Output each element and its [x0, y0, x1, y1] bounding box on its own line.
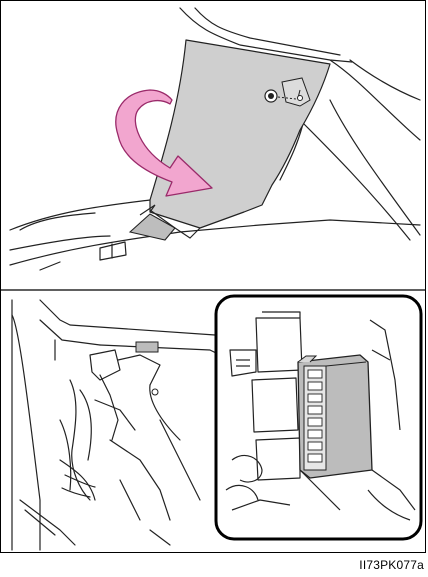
- fuse-box-icon: [298, 355, 372, 478]
- kick-panel: [150, 40, 330, 228]
- inset-zoom: [216, 296, 421, 539]
- bottom-panel: [12, 300, 220, 550]
- figure-code: II73PK077a: [359, 558, 424, 572]
